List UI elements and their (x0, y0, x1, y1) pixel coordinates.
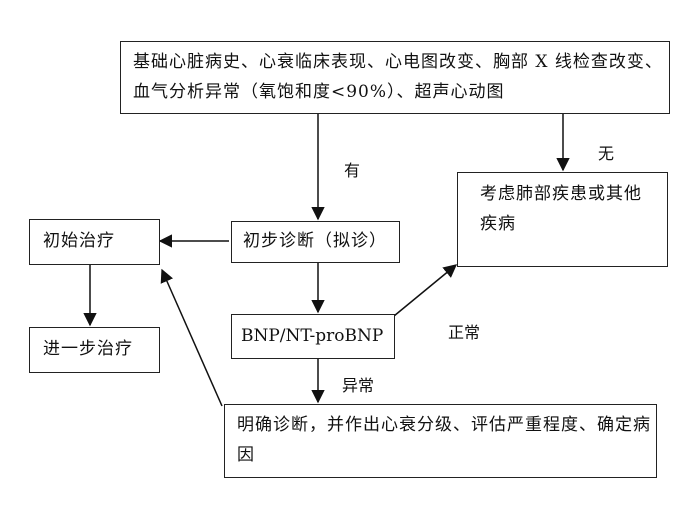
node-consider-lung-disease: 考虑肺部疾患或其他疾病 (457, 172, 668, 267)
node-consider-lung-disease-text: 考虑肺部疾患或其他疾病 (480, 184, 642, 234)
edge-label-abnormal: 异常 (342, 376, 375, 395)
node-clinical-findings-text: 基础心脏病史、心衰临床表现、心电图改变、胸部 X 线检查改变、血气分析异常（氧饱… (133, 52, 663, 102)
node-initial-treatment: 初始治疗 (29, 219, 160, 265)
node-preliminary-diagnosis-text: 初步诊断（拟诊） (243, 231, 387, 251)
edge-label-yes: 有 (344, 161, 361, 180)
node-bnp-test: BNP/NT-proBNP (231, 314, 395, 359)
arrow-confirm-to-initial (160, 268, 223, 407)
node-clinical-findings: 基础心脏病史、心衰临床表现、心电图改变、胸部 X 线检查改变、血气分析异常（氧饱… (120, 41, 670, 114)
node-bnp-test-text: BNP/NT-proBNP (241, 326, 384, 346)
node-further-treatment: 进一步治疗 (29, 327, 160, 373)
node-confirm-diagnosis-text: 明确诊断，并作出心衰分级、评估严重程度、确定病因 (237, 415, 651, 465)
edge-label-no: 无 (598, 144, 615, 163)
node-further-treatment-text: 进一步治疗 (43, 339, 133, 359)
arrow-bnp-to-lung (393, 264, 458, 317)
node-initial-treatment-text: 初始治疗 (43, 231, 115, 251)
edge-label-normal: 正常 (448, 323, 481, 342)
node-preliminary-diagnosis: 初步诊断（拟诊） (231, 221, 400, 263)
node-confirm-diagnosis: 明确诊断，并作出心衰分级、评估严重程度、确定病因 (224, 404, 657, 478)
